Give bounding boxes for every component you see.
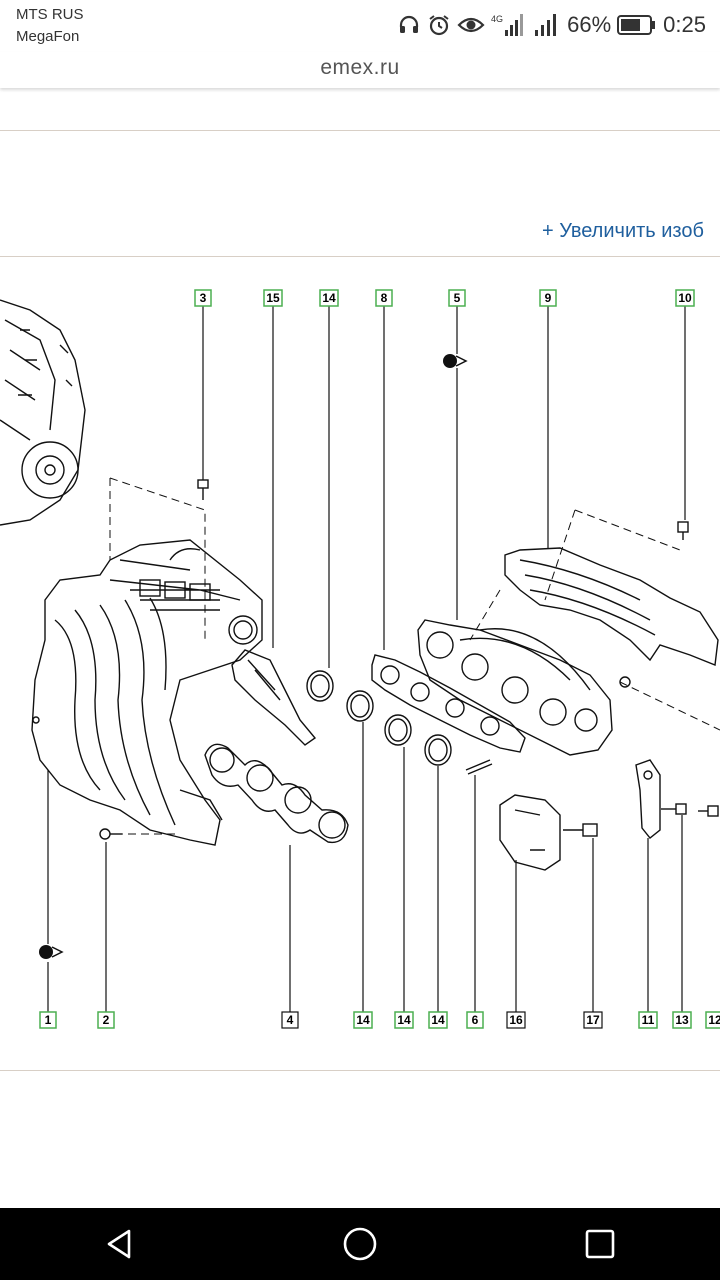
- svg-text:9: 9: [545, 291, 552, 305]
- clock: 0:25: [663, 12, 706, 37]
- browser-url-bar[interactable]: emex.ru: [0, 52, 720, 88]
- network-label: 4G: [491, 14, 503, 24]
- home-icon: [343, 1227, 377, 1261]
- bolt-3: [197, 479, 209, 500]
- callout-14[interactable]: 14: [394, 1011, 414, 1029]
- status-bar: MTS RUS MegaFon 4G: [0, 0, 720, 52]
- stud-6: [465, 759, 493, 775]
- svg-text:14: 14: [322, 291, 336, 305]
- engine-thumbnail: [0, 299, 86, 526]
- callout-6[interactable]: 6: [466, 1011, 484, 1029]
- svg-text:8: 8: [381, 291, 388, 305]
- clip-5: [443, 354, 468, 368]
- callout-2[interactable]: 2: [97, 1011, 115, 1029]
- signal-icon: [535, 14, 557, 36]
- exhaust-manifold: [417, 619, 613, 756]
- headset-icon: [400, 15, 419, 33]
- callout-11[interactable]: 11: [638, 1011, 658, 1029]
- callout-1[interactable]: 1: [39, 1011, 57, 1029]
- callout-14[interactable]: 14: [353, 1011, 373, 1029]
- heat-shield-9: [504, 547, 719, 666]
- callout-15[interactable]: 15: [263, 289, 283, 307]
- svg-text:11: 11: [642, 1013, 655, 1027]
- callout-4[interactable]: 4: [281, 1011, 299, 1029]
- divider: [0, 1070, 720, 1071]
- recents-icon: [585, 1229, 615, 1259]
- svg-text:10: 10: [678, 291, 692, 305]
- carrier-info: MTS RUS MegaFon: [16, 4, 84, 48]
- clip-1: [39, 945, 64, 959]
- svg-text:14: 14: [356, 1013, 370, 1027]
- nav-recents-button[interactable]: [560, 1208, 640, 1280]
- carrier-name-2: MegaFon: [16, 28, 80, 45]
- gasket-8: [371, 654, 526, 753]
- callout-3[interactable]: 3: [194, 289, 212, 307]
- callout-9[interactable]: 9: [539, 289, 557, 307]
- svg-text:3: 3: [200, 291, 207, 305]
- callout-14[interactable]: 14: [428, 1011, 448, 1029]
- bracket-11: [635, 759, 661, 839]
- svg-text:2: 2: [103, 1013, 110, 1027]
- svg-text:4: 4: [287, 1013, 294, 1027]
- svg-text:15: 15: [266, 291, 280, 305]
- svg-text:12: 12: [708, 1013, 720, 1027]
- sensor-15: [231, 649, 317, 746]
- parts-diagram[interactable]: 3 15 14 8 5 9 10 1 2 4 14 14 14 6 16 17 …: [0, 258, 720, 1070]
- bolt-17: [563, 823, 598, 837]
- bolt-10: [677, 521, 689, 540]
- svg-text:17: 17: [586, 1013, 600, 1027]
- signal-4g-icon: 4G: [491, 14, 524, 36]
- callout-12[interactable]: 12: [705, 1011, 720, 1029]
- callout-17[interactable]: 17: [583, 1011, 603, 1029]
- callout-8[interactable]: 8: [375, 289, 393, 307]
- svg-text:13: 13: [675, 1013, 689, 1027]
- callout-14[interactable]: 14: [319, 289, 339, 307]
- svg-text:1: 1: [45, 1013, 52, 1027]
- alarm-icon: [429, 15, 449, 36]
- eye-icon: [457, 17, 485, 33]
- svg-text:16: 16: [509, 1013, 523, 1027]
- divider: [0, 256, 720, 257]
- bolt-2: [99, 828, 122, 840]
- intake-manifold: [31, 539, 263, 846]
- bolt-12: [698, 805, 719, 817]
- android-nav-bar: [0, 1208, 720, 1280]
- zoom-image-link[interactable]: + Увеличить изоб: [542, 220, 704, 242]
- url-text[interactable]: emex.ru: [320, 56, 400, 79]
- callout-10[interactable]: 10: [675, 289, 695, 307]
- svg-text:5: 5: [454, 291, 461, 305]
- o-rings-14: [306, 670, 452, 766]
- svg-text:6: 6: [472, 1013, 479, 1027]
- back-icon: [107, 1229, 131, 1259]
- svg-text:14: 14: [431, 1013, 445, 1027]
- svg-text:14: 14: [397, 1013, 411, 1027]
- gasket-4: [204, 743, 349, 844]
- nav-home-button[interactable]: [320, 1208, 400, 1280]
- divider: [0, 130, 720, 131]
- carrier-name-1: MTS RUS: [16, 6, 84, 23]
- nav-back-button[interactable]: [80, 1208, 160, 1280]
- battery-percent: 66%: [567, 12, 612, 37]
- callout-5[interactable]: 5: [448, 289, 466, 307]
- bolt-13: [661, 803, 687, 815]
- callout-16[interactable]: 16: [506, 1011, 526, 1029]
- status-icons: 4G 66% 0:25: [397, 9, 706, 41]
- battery-icon: [617, 15, 656, 35]
- bracket-16: [499, 794, 561, 871]
- callout-13[interactable]: 13: [672, 1011, 692, 1029]
